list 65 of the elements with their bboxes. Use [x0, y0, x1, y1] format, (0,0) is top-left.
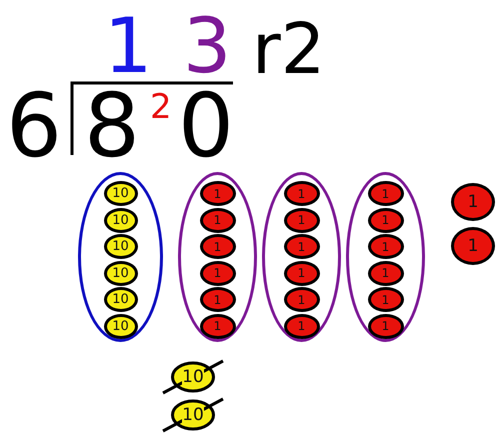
one-counter — [200, 234, 236, 259]
dividend-digit: 0 — [178, 82, 234, 170]
counter-value: 10 — [112, 318, 129, 334]
one-counter — [200, 181, 236, 206]
one-counter — [284, 314, 320, 338]
counter-value: 1 — [298, 319, 306, 333]
one-counter — [200, 287, 236, 312]
one-counter — [284, 208, 320, 232]
one-counter — [451, 227, 495, 265]
ten-counter — [104, 287, 138, 312]
one-counter — [368, 208, 404, 232]
ten-counter — [104, 314, 138, 338]
divisor: 6 — [6, 82, 62, 170]
ten-counter — [104, 260, 138, 286]
one-counter — [284, 181, 320, 206]
one-counter — [451, 183, 495, 221]
one-counter — [200, 208, 236, 232]
counter-value: 1 — [382, 213, 390, 227]
ten-counter — [104, 208, 138, 232]
counter-value: 1 — [214, 186, 222, 200]
counter-value: 1 — [214, 266, 222, 280]
one-counter — [284, 287, 320, 312]
ten-counter — [104, 181, 138, 206]
quotient-digit: 3 — [183, 8, 232, 84]
quotient-digit: 1 — [104, 8, 152, 84]
counter-value: 10 — [112, 266, 129, 280]
one-counter — [284, 234, 320, 259]
remainder: r2 — [252, 14, 326, 84]
counter-value: 1 — [382, 319, 390, 333]
counter-value: 10 — [112, 239, 129, 254]
counter-value: 1 — [214, 213, 222, 227]
counter-value: 10 — [182, 368, 204, 386]
counter-value: 1 — [298, 266, 306, 280]
counter-value: 10 — [112, 186, 129, 201]
one-counter — [284, 260, 320, 286]
one-counter — [368, 314, 404, 338]
group-ellipse — [346, 172, 425, 342]
counter-value: 10 — [182, 406, 204, 424]
counter-value: 1 — [214, 319, 222, 333]
one-counter — [200, 260, 236, 286]
counter-value: 1 — [298, 186, 306, 200]
counter-value: 1 — [468, 236, 478, 256]
dividend-digit: 8 — [84, 82, 140, 170]
group-ellipse — [262, 172, 341, 342]
counter-value: 10 — [112, 292, 129, 307]
counter-value: 1 — [214, 240, 222, 254]
one-counter — [200, 314, 236, 338]
counter-value: 1 — [214, 292, 222, 306]
counter-value: 1 — [382, 186, 390, 200]
counter-value: 1 — [382, 240, 390, 254]
counter-value: 1 — [382, 292, 390, 306]
one-counter — [368, 287, 404, 312]
one-counter — [368, 181, 404, 206]
one-counter — [368, 260, 404, 286]
group-ellipse — [178, 172, 257, 342]
counter-value: 1 — [298, 240, 306, 254]
counter-value: 1 — [298, 292, 306, 306]
counter-value: 10 — [112, 212, 129, 228]
group-ellipse — [78, 172, 163, 342]
counter-value: 1 — [382, 266, 390, 280]
ten-counter — [104, 234, 138, 259]
counter-value: 1 — [468, 192, 478, 212]
regrouped-remainder: 2 — [150, 90, 172, 124]
one-counter — [368, 234, 404, 259]
counter-value: 1 — [298, 213, 306, 227]
